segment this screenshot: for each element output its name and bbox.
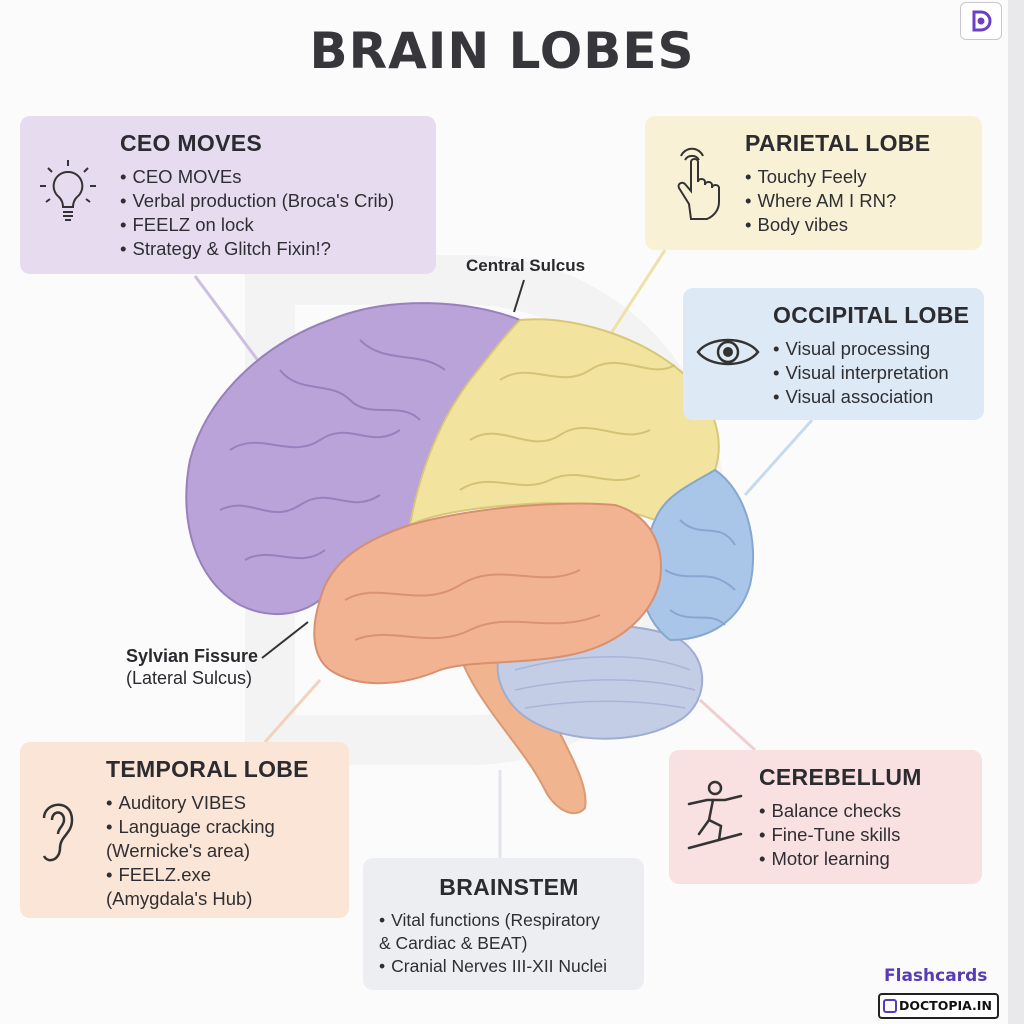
list-item: Language cracking — [106, 815, 346, 839]
list-item: FEELZ.exe — [106, 863, 346, 887]
list-item: Fine-Tune skills — [759, 823, 979, 847]
scrollbar-track[interactable] — [1008, 0, 1024, 1024]
eye-icon — [695, 332, 761, 377]
sylvian-fissure-label: Sylvian Fissure — [126, 646, 259, 666]
list-item: Cranial Nerves III-XII Nuclei — [379, 955, 639, 978]
list-item: Auditory VIBES — [106, 791, 346, 815]
brainstem-card: BRAINSTEM Vital functions (Respiratory &… — [363, 858, 644, 990]
list-item: & Cardiac & BEAT) — [379, 933, 528, 953]
parietal-list: Touchy Feely Where AM I RN? Body vibes — [745, 165, 975, 237]
parietal-heading: PARIETAL LOBE — [745, 130, 931, 156]
cerebellum-card: CEREBELLUM Balance checks Fine-Tune skil… — [669, 750, 982, 884]
list-item: CEO MOVEs — [120, 165, 430, 189]
temporal-lobe-shape — [313, 502, 662, 685]
temporal-lobe-card: TEMPORAL LOBE Auditory VIBES Language cr… — [20, 742, 349, 918]
connector-lines — [193, 249, 814, 858]
touch-hand-icon — [669, 144, 729, 229]
brainstem-shape — [453, 638, 587, 815]
frontal-heading: CEO MOVES — [120, 130, 263, 156]
frontal-list: CEO MOVEs Verbal production (Broca's Cri… — [120, 165, 430, 261]
list-item: Visual interpretation — [773, 361, 983, 385]
brainstem-list: Vital functions (Respiratory & Cardiac &… — [379, 909, 639, 978]
list-item: Touchy Feely — [745, 165, 975, 189]
frontal-lobe-card: CEO MOVES CEO MOVEs Verbal production (B… — [20, 116, 436, 274]
list-item: Balance checks — [759, 799, 979, 823]
page-title: BRAIN LOBES — [309, 22, 695, 80]
list-item: Visual association — [773, 385, 983, 409]
cerebellum-list: Balance checks Fine-Tune skills Motor le… — [759, 799, 979, 871]
list-item: Strategy & Glitch Fixin!? — [120, 237, 430, 261]
list-item: (Wernicke's area) — [106, 840, 251, 861]
central-sulcus-label: Central Sulcus — [466, 256, 586, 275]
list-item: (Amygdala's Hub) — [106, 888, 253, 909]
list-item: FEELZ on lock — [120, 213, 430, 237]
flashcards-brand: Flashcards — [884, 966, 988, 986]
app-logo[interactable] — [960, 2, 1002, 40]
occipital-lobe-shape — [638, 468, 754, 642]
list-item: Where AM I RN? — [745, 189, 975, 213]
list-item: Body vibes — [745, 213, 975, 237]
list-item: Motor learning — [759, 847, 979, 871]
cerebellum-heading: CEREBELLUM — [759, 764, 922, 790]
brainstem-heading: BRAINSTEM — [439, 874, 579, 900]
list-item: Verbal production (Broca's Crib) — [120, 189, 430, 213]
list-item: Vital functions (Respiratory — [379, 909, 639, 932]
doctopia-brand[interactable]: DOCTOPIA.IN — [878, 993, 999, 1019]
occipital-heading: OCCIPITAL LOBE — [773, 302, 970, 328]
occipital-list: Visual processing Visual interpretation … — [773, 337, 983, 409]
temporal-heading: TEMPORAL LOBE — [106, 756, 309, 782]
ear-icon — [38, 794, 78, 873]
lateral-sulcus-label: (Lateral Sulcus) — [126, 668, 253, 688]
doctopia-logo-icon — [883, 999, 897, 1013]
temporal-list: Auditory VIBES Language cracking (Wernic… — [106, 791, 346, 911]
logo-icon — [972, 10, 992, 32]
list-item: Visual processing — [773, 337, 983, 361]
balance-person-icon — [683, 778, 747, 859]
doctopia-brand-text: DOCTOPIA.IN — [899, 998, 992, 1013]
parietal-lobe-card: PARIETAL LOBE Touchy Feely Where AM I RN… — [645, 116, 982, 250]
occipital-lobe-card: OCCIPITAL LOBE Visual processing Visual … — [683, 288, 984, 420]
lightbulb-icon — [38, 158, 98, 233]
